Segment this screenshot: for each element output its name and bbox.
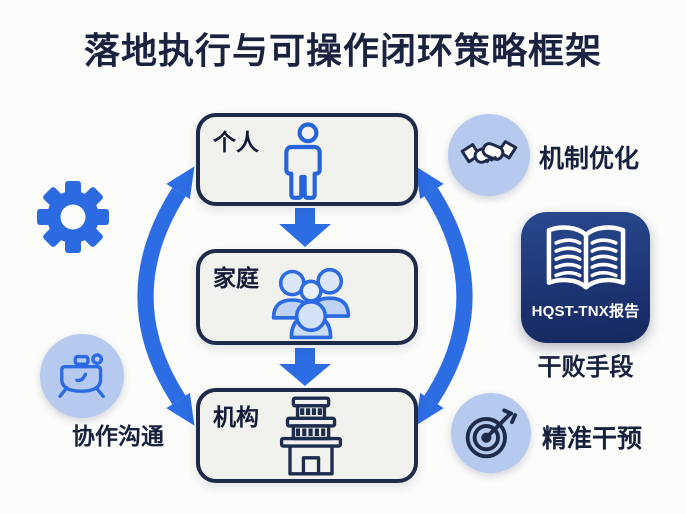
intervention-badge: [451, 393, 531, 473]
node-label: 个人: [213, 129, 259, 155]
cycle-arrow-right: [415, 166, 473, 426]
cycle-arrow-left: [137, 166, 195, 426]
family-icon: [271, 267, 351, 340]
report-badge-text: HQST-TNX报告: [531, 303, 640, 320]
intervention-label: 精准干预: [542, 425, 643, 453]
node-box-family: 家庭: [196, 249, 418, 345]
open-book-icon: [546, 225, 625, 290]
node-box-individual: 个人: [196, 113, 418, 206]
target-icon: [465, 408, 518, 459]
mechanism-label: 机制优化: [539, 145, 640, 173]
node-box-institution: 机构: [196, 388, 418, 483]
report-caption: 干败手段: [537, 354, 634, 381]
flow-arrow-down-2: [279, 348, 331, 386]
collaboration-badge: [40, 334, 124, 418]
collaboration-label: 协作沟通: [72, 423, 164, 449]
report-badge: HQST-TNX报告: [521, 212, 650, 343]
person-icon: [284, 122, 322, 200]
handshake-icon: [460, 140, 518, 164]
flow-arrow-down-1: [279, 208, 331, 247]
toolbox-icon: [58, 353, 105, 398]
node-label: 机构: [213, 404, 259, 430]
institution-icon: [279, 396, 343, 476]
gear-icon: [37, 181, 109, 253]
mechanism-badge: [448, 114, 530, 196]
page-title: 落地执行与可操作闭环策略框架: [83, 30, 602, 71]
node-label: 家庭: [213, 265, 259, 291]
